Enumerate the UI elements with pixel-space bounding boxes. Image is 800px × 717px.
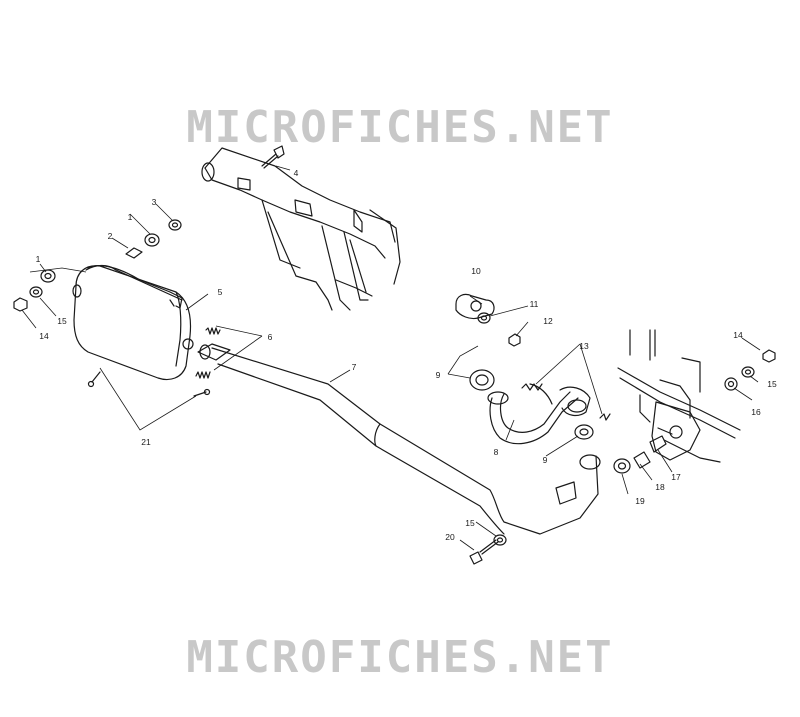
callout-1-left: 1 bbox=[36, 254, 41, 264]
callout-7: 7 bbox=[352, 362, 357, 372]
callout-10: 10 bbox=[471, 266, 481, 276]
watermark-bottom: MICROFICHES.NET bbox=[186, 632, 613, 683]
callout-13: 13 bbox=[579, 341, 589, 351]
bushing-16 bbox=[724, 377, 738, 391]
nut-14-right bbox=[762, 349, 776, 363]
screw-21-right bbox=[193, 388, 211, 397]
upper-frame-rail bbox=[201, 147, 401, 311]
callout-2: 2 bbox=[108, 231, 113, 241]
nut-12 bbox=[508, 333, 521, 347]
callout-11: 11 bbox=[530, 299, 539, 309]
washer-15-right bbox=[741, 366, 755, 378]
watermark-top: MICROFICHES.NET bbox=[186, 102, 613, 153]
exhaust-seal-lower bbox=[574, 424, 594, 440]
expansion-pipe bbox=[487, 383, 591, 445]
callout-4: 4 bbox=[294, 168, 299, 178]
spacer-18 bbox=[633, 451, 651, 469]
grommet-1-upper bbox=[144, 233, 160, 247]
callout-3: 3 bbox=[152, 197, 157, 207]
callout-14-right: 14 bbox=[733, 330, 743, 340]
tailpipe bbox=[211, 347, 601, 535]
right-frame-bracket bbox=[617, 329, 741, 463]
sleeve-2 bbox=[125, 247, 143, 259]
washer-11 bbox=[477, 312, 491, 324]
callout-14-left: 14 bbox=[39, 331, 49, 341]
callout-15-lower: 15 bbox=[465, 518, 475, 528]
nut-14-left bbox=[13, 297, 28, 312]
callout-21: 21 bbox=[141, 437, 151, 447]
washer-15-left bbox=[29, 286, 43, 298]
exhaust-spring-13 bbox=[521, 383, 611, 421]
callout-9-lower: 9 bbox=[543, 455, 548, 465]
callout-15-left: 15 bbox=[57, 316, 67, 326]
callout-labels: 1 1 2 3 4 5 6 7 8 9 9 10 11 12 13 14 14 … bbox=[36, 168, 777, 542]
muffler bbox=[72, 264, 194, 381]
callout-1-upper: 1 bbox=[128, 212, 133, 222]
exhaust-spring-upper bbox=[205, 327, 221, 335]
callout-18: 18 bbox=[655, 482, 665, 492]
screw-21-left bbox=[87, 371, 101, 388]
callout-8: 8 bbox=[494, 447, 499, 457]
muffler-inlet-stub bbox=[197, 343, 231, 361]
callout-9-upper: 9 bbox=[436, 370, 441, 380]
callout-19: 19 bbox=[635, 496, 645, 506]
callout-6: 6 bbox=[268, 332, 273, 342]
callout-16: 16 bbox=[751, 407, 761, 417]
washer-15-lower bbox=[493, 534, 507, 546]
callout-12: 12 bbox=[543, 316, 553, 326]
bolt-20 bbox=[469, 539, 499, 565]
callout-5: 5 bbox=[218, 287, 223, 297]
exhaust-manifold-flange bbox=[455, 293, 495, 320]
callout-20: 20 bbox=[445, 532, 455, 542]
callout-17: 17 bbox=[671, 472, 681, 482]
exhaust-spring-lower bbox=[195, 371, 211, 379]
callout-15-right: 15 bbox=[767, 379, 777, 389]
bolt-4 bbox=[261, 145, 285, 169]
bracket-17 bbox=[649, 435, 667, 453]
washer-3 bbox=[168, 219, 182, 231]
muffler-mount-bracket bbox=[87, 265, 183, 309]
washer-19 bbox=[613, 458, 631, 474]
grommet-1-left bbox=[40, 269, 56, 283]
exhaust-seal-upper bbox=[469, 369, 495, 391]
leader-lines bbox=[21, 165, 761, 551]
